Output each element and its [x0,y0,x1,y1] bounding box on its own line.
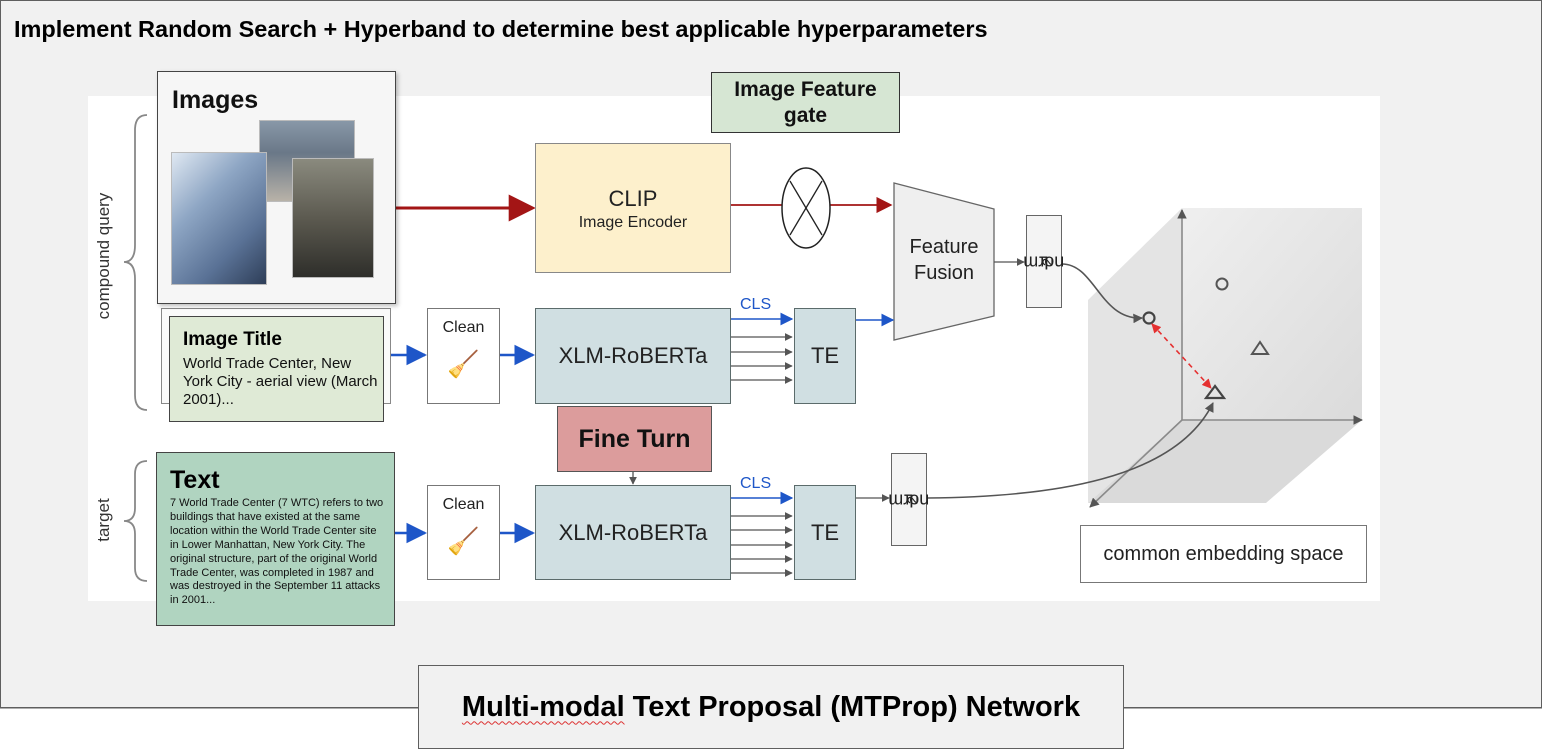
embedding-point-triangle-far [1250,340,1270,355]
image-title-text: World Trade Center, New York City - aeri… [183,355,378,408]
broom-icon: 🧹 [447,349,480,379]
slide-heading: Implement Random Search + Hyperband to d… [14,16,988,42]
clean-label: Clean [442,496,485,513]
caption-rest: Text Proposal (MTProp) Network [624,690,1081,723]
compound-query-label: compound query [94,192,113,320]
clean-block-query: Clean 🧹 [427,308,500,404]
clip-title: CLIP [608,186,658,211]
diagram-caption: Multi-modal Text Proposal (MTProp) Netwo… [418,665,1124,749]
embedding-point-query [1142,311,1156,325]
text-card-title: Text [170,466,220,494]
clean-label: Clean [442,319,485,336]
clean-block-target: Clean 🧹 [427,485,500,580]
xlm-roberta-query: XLM-RoBERTa [535,308,731,404]
feature-fusion-block [893,182,995,341]
fine-turn-box: Fine Turn [557,406,712,472]
target-label: target [94,498,113,542]
image-title-card: Image Title World Trade Center, New York… [169,316,384,422]
target-projection-curve [926,402,1214,499]
caption-spellcheck-word: Multi-modal [461,690,625,723]
cls-label-target: CLS [740,475,772,492]
target-brace [123,460,148,582]
embedding-point-circle-far [1215,277,1229,291]
text-card-text: 7 World Trade Center (7 WTC) refers to t… [170,497,384,607]
embedding-point-target [1203,384,1227,400]
embedding-space-cube [1088,208,1363,508]
xlm-roberta-target: XLM-RoBERTa [535,485,731,580]
gate-multiply-symbol [781,167,831,249]
compound-query-brace [123,114,148,411]
images-card: Images [157,71,396,304]
images-card-title: Images [172,86,259,114]
te-block-query: TE [794,308,856,404]
l2-suffix: norm [1023,252,1065,272]
photo-aerial [292,158,374,278]
image-title-heading: Image Title [183,329,282,350]
common-embedding-space-label: common embedding space [1080,525,1367,583]
clip-subtitle: Image Encoder [578,214,688,231]
image-feature-gate: Image Feature gate [711,72,900,133]
cls-label-query: CLS [740,296,772,313]
te-block-target: TE [794,485,856,580]
token-arrows-query [731,333,793,384]
feature-fusion-label: Feature Fusion [894,234,994,286]
token-arrows-target [731,512,793,577]
query-projection-curve [1061,263,1143,324]
l2-suffix: norm [888,490,930,510]
feature-fusion-line2: Fusion [913,262,975,284]
broom-icon: 🧹 [447,526,480,556]
text-card: Text 7 World Trade Center (7 WTC) refers… [156,452,395,626]
feature-fusion-line1: Feature [909,236,979,258]
photo-glass-tower [171,152,267,285]
clip-image-encoder: CLIP Image Encoder [535,143,731,273]
similarity-line [1151,323,1212,389]
